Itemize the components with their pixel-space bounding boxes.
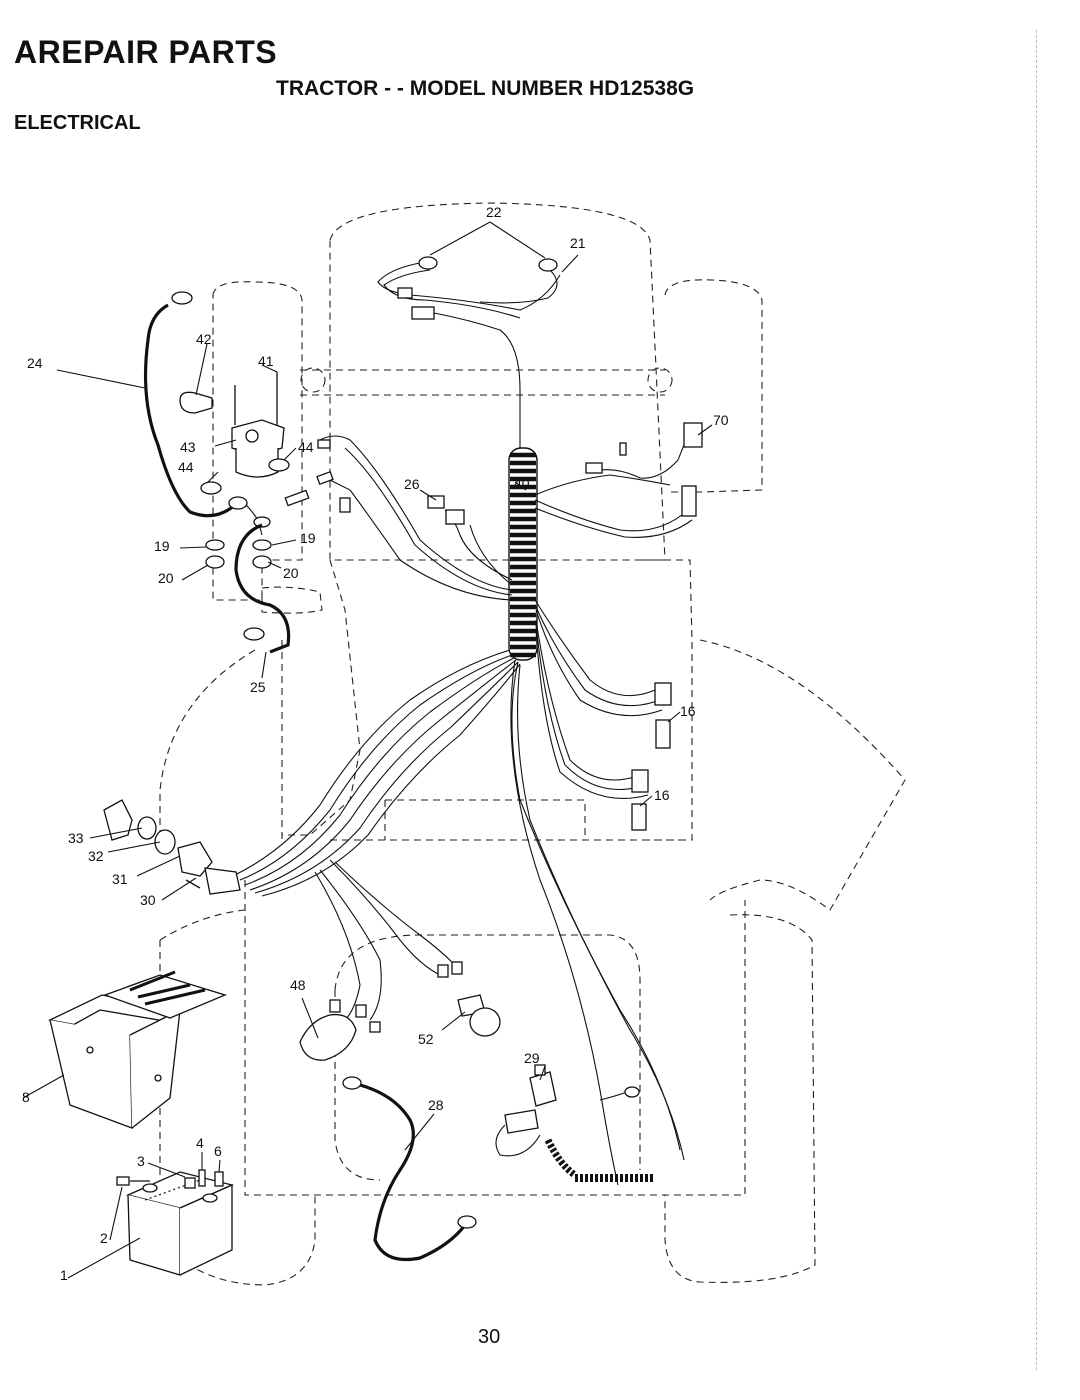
main-wire-loom <box>508 447 538 661</box>
callout-number: 44 <box>178 459 194 475</box>
callout-number: 21 <box>570 235 586 251</box>
callout-number: 16 <box>680 703 696 719</box>
callout-number: 52 <box>418 1031 434 1047</box>
callout-leaders <box>22 221 713 1279</box>
callout-number: 40 <box>514 475 530 491</box>
callout-number: 19 <box>300 530 316 546</box>
callout-number: 24 <box>27 355 43 371</box>
callout-number: 22 <box>486 204 502 220</box>
chassis-outline <box>159 202 906 1286</box>
callout-number: 19 <box>154 538 170 554</box>
callout-number: 33 <box>68 830 84 846</box>
headlight-harness <box>377 256 561 450</box>
callout-number: 48 <box>290 977 306 993</box>
battery-box <box>47 970 227 1129</box>
solenoid-assembly <box>179 372 290 569</box>
callout-number: 8 <box>22 1089 30 1105</box>
ignition-switch-parts <box>103 799 241 895</box>
callout-number: 44 <box>298 439 314 455</box>
callout-number: 32 <box>88 848 104 864</box>
callout-number: 6 <box>214 1143 222 1159</box>
callout-number: 41 <box>258 353 274 369</box>
model-subtitle: TRACTOR - - MODEL NUMBER HD12538G <box>276 77 695 100</box>
callout-number: 20 <box>158 570 174 586</box>
callout-number: 29 <box>524 1050 540 1066</box>
callout-number: 28 <box>428 1097 444 1113</box>
callout-number: 2 <box>100 1230 108 1246</box>
callout-number: 4 <box>196 1135 204 1151</box>
callout-number: 3 <box>137 1153 145 1169</box>
callout-number: 43 <box>180 439 196 455</box>
lower-harness-branches <box>234 599 685 1186</box>
page-title: AREPAIR PARTS <box>14 34 278 70</box>
page-edge-mark <box>1036 30 1037 1370</box>
callout-number: 30 <box>140 892 156 908</box>
battery-cables-upper <box>143 291 291 654</box>
callout-number: 26 <box>404 476 420 492</box>
upper-harness-branches <box>284 422 703 601</box>
callout-number: 42 <box>196 331 212 347</box>
callout-number: 31 <box>112 871 128 887</box>
callout-number: 20 <box>283 565 299 581</box>
battery <box>116 1169 234 1276</box>
lower-components <box>299 994 655 1262</box>
callout-number: 25 <box>250 679 266 695</box>
callout-number: 16 <box>654 787 670 803</box>
callout-number: 1 <box>60 1267 68 1283</box>
page-number: 30 <box>478 1326 501 1348</box>
section-heading: ELECTRICAL <box>14 112 141 134</box>
callout-number: 70 <box>713 412 729 428</box>
